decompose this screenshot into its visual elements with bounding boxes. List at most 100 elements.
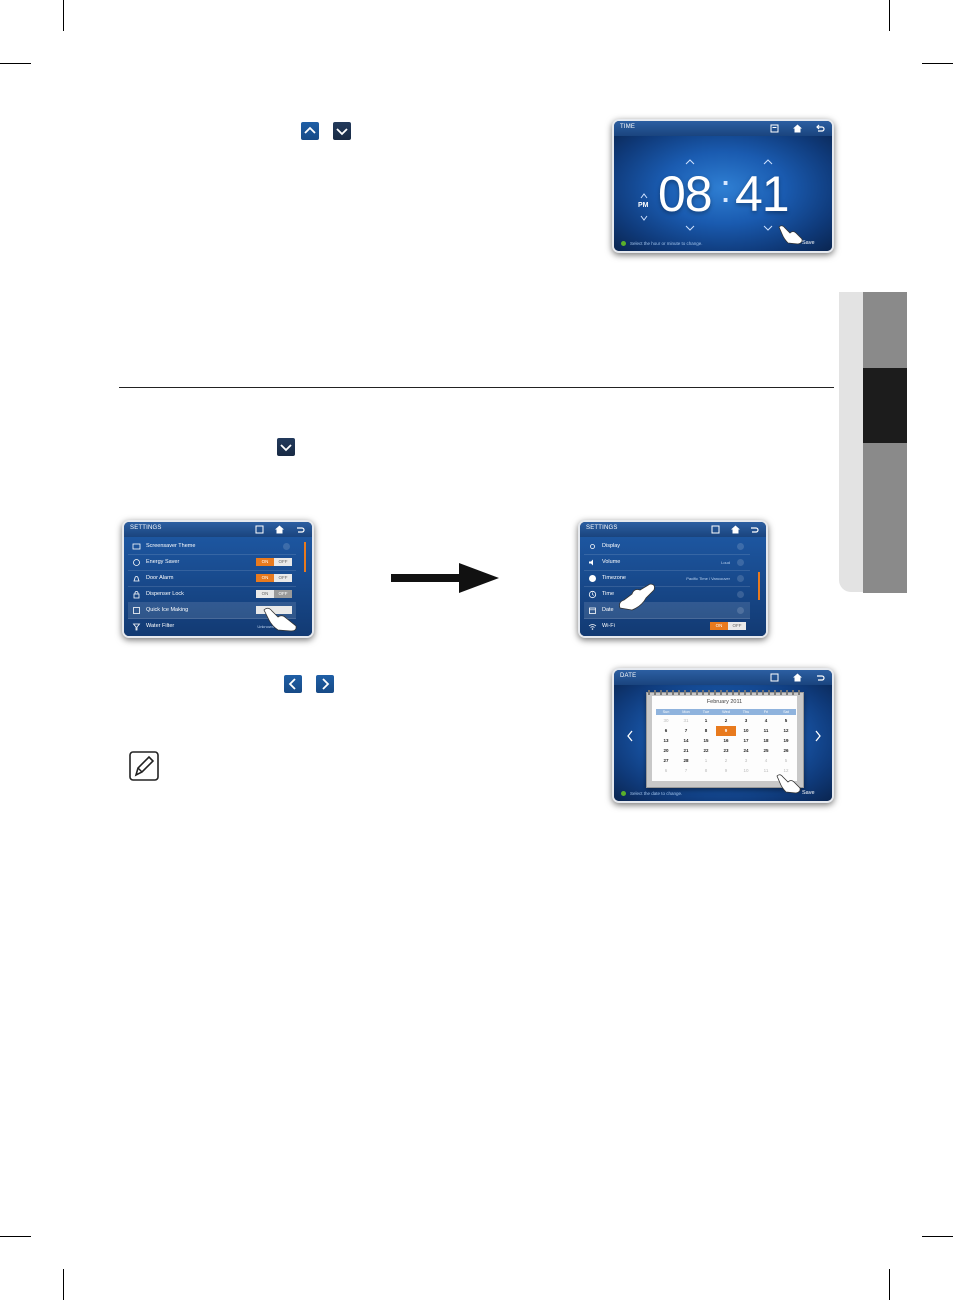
hand-pointer-icon — [776, 774, 801, 794]
settings-row-label: Water Filter — [146, 623, 175, 629]
settings-screen-2: SETTINGS Display Volume Loud Timezone Pa… — [578, 520, 768, 638]
calendar-day[interactable]: 2 — [724, 718, 728, 723]
settings-row-label: Volume — [602, 559, 621, 565]
calendar-day[interactable]: 5 — [784, 718, 788, 723]
save-button[interactable]: Save — [802, 240, 815, 246]
calendar-day[interactable]: 7 — [684, 728, 688, 733]
memo-icon[interactable] — [710, 524, 721, 535]
calendar-day[interactable]: 13 — [663, 738, 669, 743]
calendar-day[interactable]: 12 — [783, 728, 789, 733]
toggle-off[interactable]: OFF — [274, 574, 292, 582]
crop-mark — [922, 63, 953, 64]
minute-down-icon[interactable] — [762, 225, 774, 231]
chevron-right-icon[interactable] — [737, 575, 744, 582]
calendar-day[interactable]: 16 — [723, 738, 729, 743]
back-icon[interactable] — [814, 672, 825, 683]
side-tab-section-3 — [863, 443, 907, 593]
settings-row-display[interactable]: Display — [584, 539, 750, 555]
chevron-right-icon[interactable] — [737, 591, 744, 598]
back-icon[interactable] — [814, 123, 825, 134]
toggle-off[interactable]: OFF — [274, 558, 292, 566]
hour-down-icon[interactable] — [684, 225, 696, 231]
minute-up-icon[interactable] — [762, 159, 774, 165]
save-button[interactable]: Save — [802, 790, 815, 796]
toggle-off[interactable]: OFF — [274, 590, 292, 598]
settings-screen-1: SETTINGS Screensaver Theme Energy Saver … — [122, 520, 314, 638]
settings-row-date[interactable]: Date — [584, 603, 750, 619]
settings-row-quick-ice-making[interactable]: Quick Ice Making — [128, 603, 296, 619]
ampm-display[interactable]: PM — [638, 202, 649, 209]
calendar-day: 3 — [744, 758, 748, 763]
hour-display[interactable]: 08 — [658, 166, 713, 222]
calendar-day[interactable]: 11 — [763, 728, 769, 733]
calendar-day[interactable]: 23 — [723, 748, 729, 753]
settings-row-time[interactable]: Time — [584, 587, 750, 603]
ampm-up-icon[interactable] — [639, 193, 649, 199]
calendar-day[interactable]: 8 — [704, 728, 708, 733]
calendar-icon — [589, 607, 596, 614]
calendar-day[interactable]: 25 — [763, 748, 769, 753]
calendar-day[interactable]: 24 — [743, 748, 749, 753]
hour-up-icon[interactable] — [684, 159, 696, 165]
calendar-day[interactable]: 26 — [783, 748, 789, 753]
alarm-icon — [133, 576, 140, 582]
toggle-on[interactable]: ON — [710, 622, 728, 630]
home-icon[interactable] — [792, 672, 803, 683]
calendar-day[interactable]: 15 — [703, 738, 709, 743]
ampm-down-icon[interactable] — [639, 215, 649, 221]
home-icon[interactable] — [274, 524, 285, 535]
toggle-on[interactable]: ON — [256, 590, 274, 598]
time-colon: : — [720, 167, 732, 211]
calendar-day[interactable]: 22 — [703, 748, 709, 753]
memo-icon[interactable] — [769, 123, 780, 134]
back-icon[interactable] — [294, 524, 305, 535]
calendar-day[interactable]: 17 — [743, 738, 749, 743]
settings-row-water-filter[interactable]: Water Filter Unknown — [128, 619, 296, 634]
quick-ice-toggle[interactable] — [256, 606, 292, 614]
chevron-right-icon[interactable] — [283, 543, 290, 550]
calendar-day[interactable]: 18 — [763, 738, 769, 743]
chevron-right-icon[interactable] — [737, 607, 744, 614]
calendar-day[interactable]: 9 — [716, 726, 736, 736]
previous-month-icon[interactable] — [626, 730, 634, 742]
calendar-day[interactable]: 10 — [743, 728, 749, 733]
scrollbar[interactable] — [304, 542, 306, 572]
calendar-day[interactable]: 1 — [704, 718, 708, 723]
calendar-day[interactable]: 3 — [744, 718, 748, 723]
calendar-day[interactable]: 20 — [663, 748, 669, 753]
memo-icon[interactable] — [254, 524, 265, 535]
settings-row-volume[interactable]: Volume Loud — [584, 555, 750, 571]
filter-icon — [132, 623, 141, 631]
minute-display[interactable]: 41 — [735, 166, 790, 222]
toggle-on[interactable]: ON — [256, 574, 274, 582]
toggle-off[interactable]: OFF — [728, 622, 746, 630]
scrollbar[interactable] — [758, 572, 760, 600]
chevron-right-icon[interactable] — [737, 559, 744, 566]
calendar-day[interactable]: 4 — [764, 718, 768, 723]
calendar-day[interactable]: 6 — [664, 728, 668, 733]
toggle-on[interactable]: ON — [256, 558, 274, 566]
chevron-right-icon[interactable] — [737, 543, 744, 550]
calendar-day[interactable]: 19 — [783, 738, 789, 743]
next-month-icon[interactable] — [814, 730, 822, 742]
settings-row-screensaver-theme[interactable]: Screensaver Theme — [128, 539, 296, 555]
calendar-day[interactable]: 21 — [683, 748, 689, 753]
home-icon[interactable] — [792, 123, 803, 134]
down-arrow-icon — [277, 438, 295, 456]
settings-row-timezone[interactable]: Timezone Pacific Time / Vancouver — [584, 571, 750, 587]
back-icon[interactable] — [748, 524, 759, 535]
home-icon[interactable] — [730, 524, 741, 535]
memo-icon[interactable] — [769, 672, 780, 683]
weekday-label: Wed — [722, 710, 730, 714]
calendar-day[interactable]: 28 — [683, 758, 689, 763]
calendar-day[interactable]: 27 — [663, 758, 669, 763]
calendar-day[interactable]: 14 — [683, 738, 689, 743]
